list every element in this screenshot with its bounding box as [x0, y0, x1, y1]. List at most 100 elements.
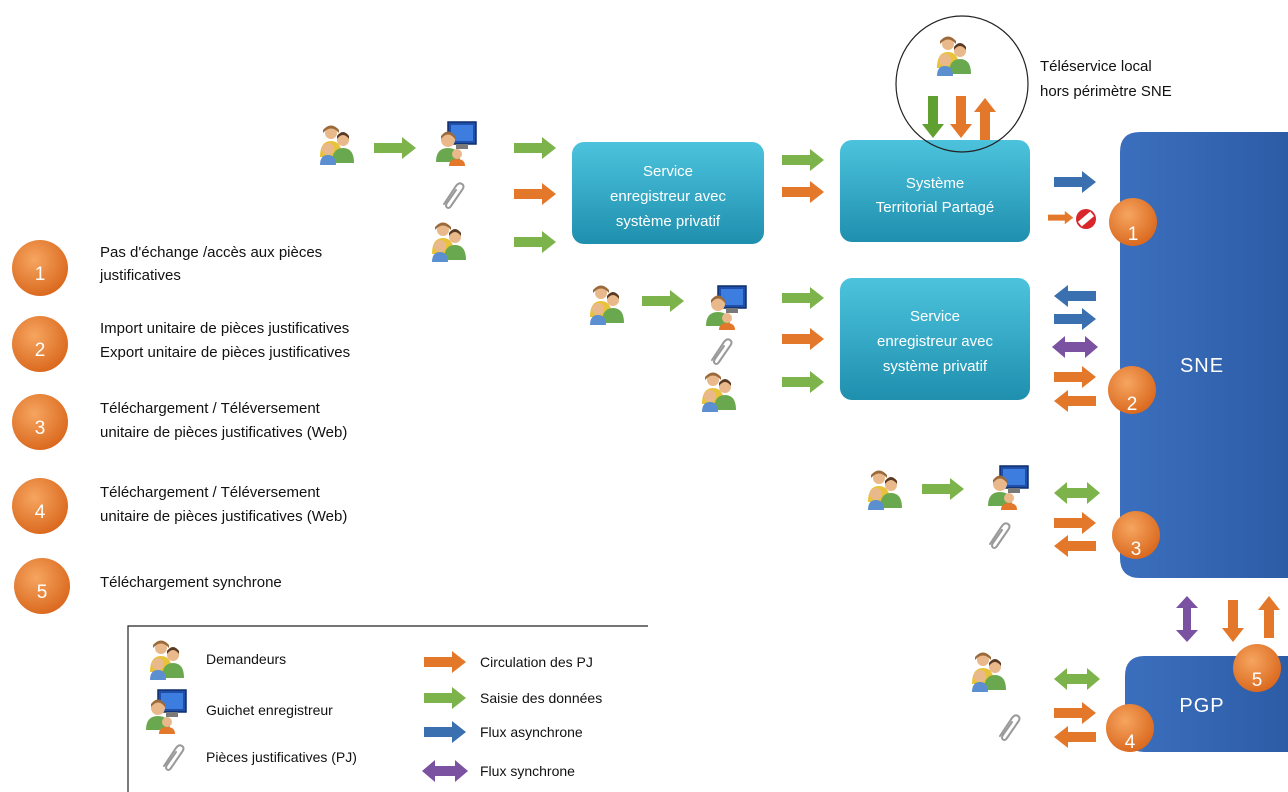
list-item-1: 1 Pas d'échange /accès aux pièces justif… — [12, 240, 322, 296]
list-item-3: 3 Téléchargement / Téléversement unitair… — [12, 394, 347, 450]
svg-text:système privatif: système privatif — [616, 213, 721, 230]
people-icon — [320, 125, 354, 165]
arrow-orange — [1054, 512, 1096, 534]
svg-text:3: 3 — [1131, 539, 1142, 560]
svg-text:Flux synchrone: Flux synchrone — [480, 763, 575, 779]
arrow-green — [782, 149, 824, 171]
svg-text:3: 3 — [35, 418, 46, 439]
arrow-green — [922, 478, 964, 500]
legend-arrow-purple — [422, 760, 468, 782]
svg-text:système privatif: système privatif — [883, 358, 988, 375]
arrow-down-green — [922, 96, 944, 138]
badge-1: 1 — [1109, 198, 1157, 246]
svg-text:Service: Service — [910, 308, 960, 325]
legend-arrow-orange — [424, 651, 466, 673]
legend: Demandeurs Guichet enregistreur Pièces j… — [127, 625, 648, 792]
svg-text:Pièces justificatives (PJ): Pièces justificatives (PJ) — [206, 749, 357, 765]
service-box-top: Service enregistreur avec système privat… — [572, 142, 764, 244]
legend-arrow-green — [424, 687, 466, 709]
arrow-orange-left — [1054, 726, 1096, 748]
svg-text:justificatives: justificatives — [99, 267, 181, 284]
arrow-green — [642, 290, 684, 312]
arrow-orange-down — [1222, 600, 1244, 642]
stp-box: Système Territorial Partagé — [840, 140, 1030, 242]
svg-text:1: 1 — [1128, 224, 1139, 245]
svg-text:Service: Service — [643, 163, 693, 180]
computer-user-icon — [435, 121, 477, 167]
svg-text:4: 4 — [35, 502, 46, 523]
sne-label: SNE — [1180, 355, 1224, 377]
arrow-green-both — [1054, 482, 1100, 504]
arrow-green — [514, 231, 556, 253]
service-box-mid: Service enregistreur avec système privat… — [840, 278, 1030, 400]
svg-text:unitaire de pièces justificati: unitaire de pièces justificatives (Web) — [100, 508, 347, 525]
svg-text:unitaire de pièces justificati: unitaire de pièces justificatives (Web) — [100, 424, 347, 441]
arrow-orange — [782, 328, 824, 350]
arrow-orange — [782, 181, 824, 203]
svg-text:4: 4 — [1125, 732, 1136, 753]
arrow-orange — [1054, 702, 1096, 724]
arrow-orange-left — [1054, 390, 1096, 412]
legend-computer-user-icon — [145, 689, 187, 735]
arrow-orange — [1054, 366, 1096, 388]
arrow-orange-left — [1054, 535, 1096, 557]
paperclip-icon — [999, 714, 1021, 741]
arrow-orange — [514, 183, 556, 205]
teleservice-people-icon — [937, 36, 971, 76]
arrow-up-orange — [974, 98, 996, 140]
arrow-purple-vertical — [1176, 596, 1198, 642]
svg-text:Téléchargement synchrone: Téléchargement synchrone — [100, 574, 282, 591]
teleservice-label-1: Téléservice local — [1040, 58, 1152, 75]
svg-text:Saisie des données: Saisie des données — [480, 690, 602, 706]
arrow-blue-left — [1054, 285, 1096, 307]
list-item-5: 5 Téléchargement synchrone — [14, 558, 282, 614]
pgp-label: PGP — [1179, 695, 1224, 717]
badge-4: 4 — [1106, 704, 1154, 753]
svg-text:Demandeurs: Demandeurs — [206, 651, 286, 667]
arrow-blue — [1054, 171, 1096, 193]
svg-text:Système: Système — [906, 175, 964, 192]
paperclip-icon — [711, 338, 733, 365]
svg-text:enregistreur avec: enregistreur avec — [877, 333, 993, 350]
svg-text:2: 2 — [35, 340, 46, 361]
svg-text:2: 2 — [1127, 394, 1138, 415]
legend-people-icon — [150, 640, 184, 680]
sne-box — [1120, 132, 1288, 578]
arrow-down-orange — [950, 96, 972, 138]
paperclip-icon — [989, 522, 1011, 549]
svg-text:Guichet enregistreur: Guichet enregistreur — [206, 702, 333, 718]
svg-text:5: 5 — [1252, 670, 1263, 691]
svg-text:1: 1 — [35, 264, 46, 285]
computer-user-icon — [705, 285, 747, 331]
svg-text:Territorial Partagé: Territorial Partagé — [876, 199, 994, 216]
arrow-green-both — [1054, 668, 1100, 690]
svg-text:Téléchargement / Téléversement: Téléchargement / Téléversement — [100, 484, 321, 501]
list-item-4: 4 Téléchargement / Téléversement unitair… — [12, 478, 347, 534]
legend-paperclip-icon — [163, 744, 185, 771]
list-item-2: 2 Import unitaire de pièces justificativ… — [12, 316, 350, 372]
badge-2: 2 — [1108, 366, 1156, 415]
arrow-orange-small — [1048, 211, 1074, 225]
svg-text:enregistreur avec: enregistreur avec — [610, 188, 726, 205]
people-icon — [868, 470, 902, 510]
no-entry-icon — [1076, 209, 1096, 229]
arrow-green — [374, 137, 416, 159]
people-icon — [432, 222, 466, 262]
svg-text:Import unitaire de pièces just: Import unitaire de pièces justificatives — [100, 320, 349, 337]
arrow-purple-both — [1052, 336, 1098, 358]
arrow-green — [782, 371, 824, 393]
svg-text:Flux asynchrone: Flux asynchrone — [480, 724, 583, 740]
svg-text:Pas d'échange /accès aux pièce: Pas d'échange /accès aux pièces — [100, 244, 322, 261]
people-icon — [590, 285, 624, 325]
svg-text:Export unitaire de pièces just: Export unitaire de pièces justificatives — [100, 344, 350, 361]
teleservice-label-2: hors périmètre SNE — [1040, 83, 1172, 100]
arrow-orange-up — [1258, 596, 1280, 638]
arrow-green — [782, 287, 824, 309]
badge-5: 5 — [1233, 644, 1281, 692]
computer-user-icon — [987, 465, 1029, 511]
paperclip-icon — [443, 182, 465, 209]
svg-text:5: 5 — [37, 582, 48, 603]
people-icon — [702, 372, 736, 412]
legend-arrow-blue — [424, 721, 466, 743]
